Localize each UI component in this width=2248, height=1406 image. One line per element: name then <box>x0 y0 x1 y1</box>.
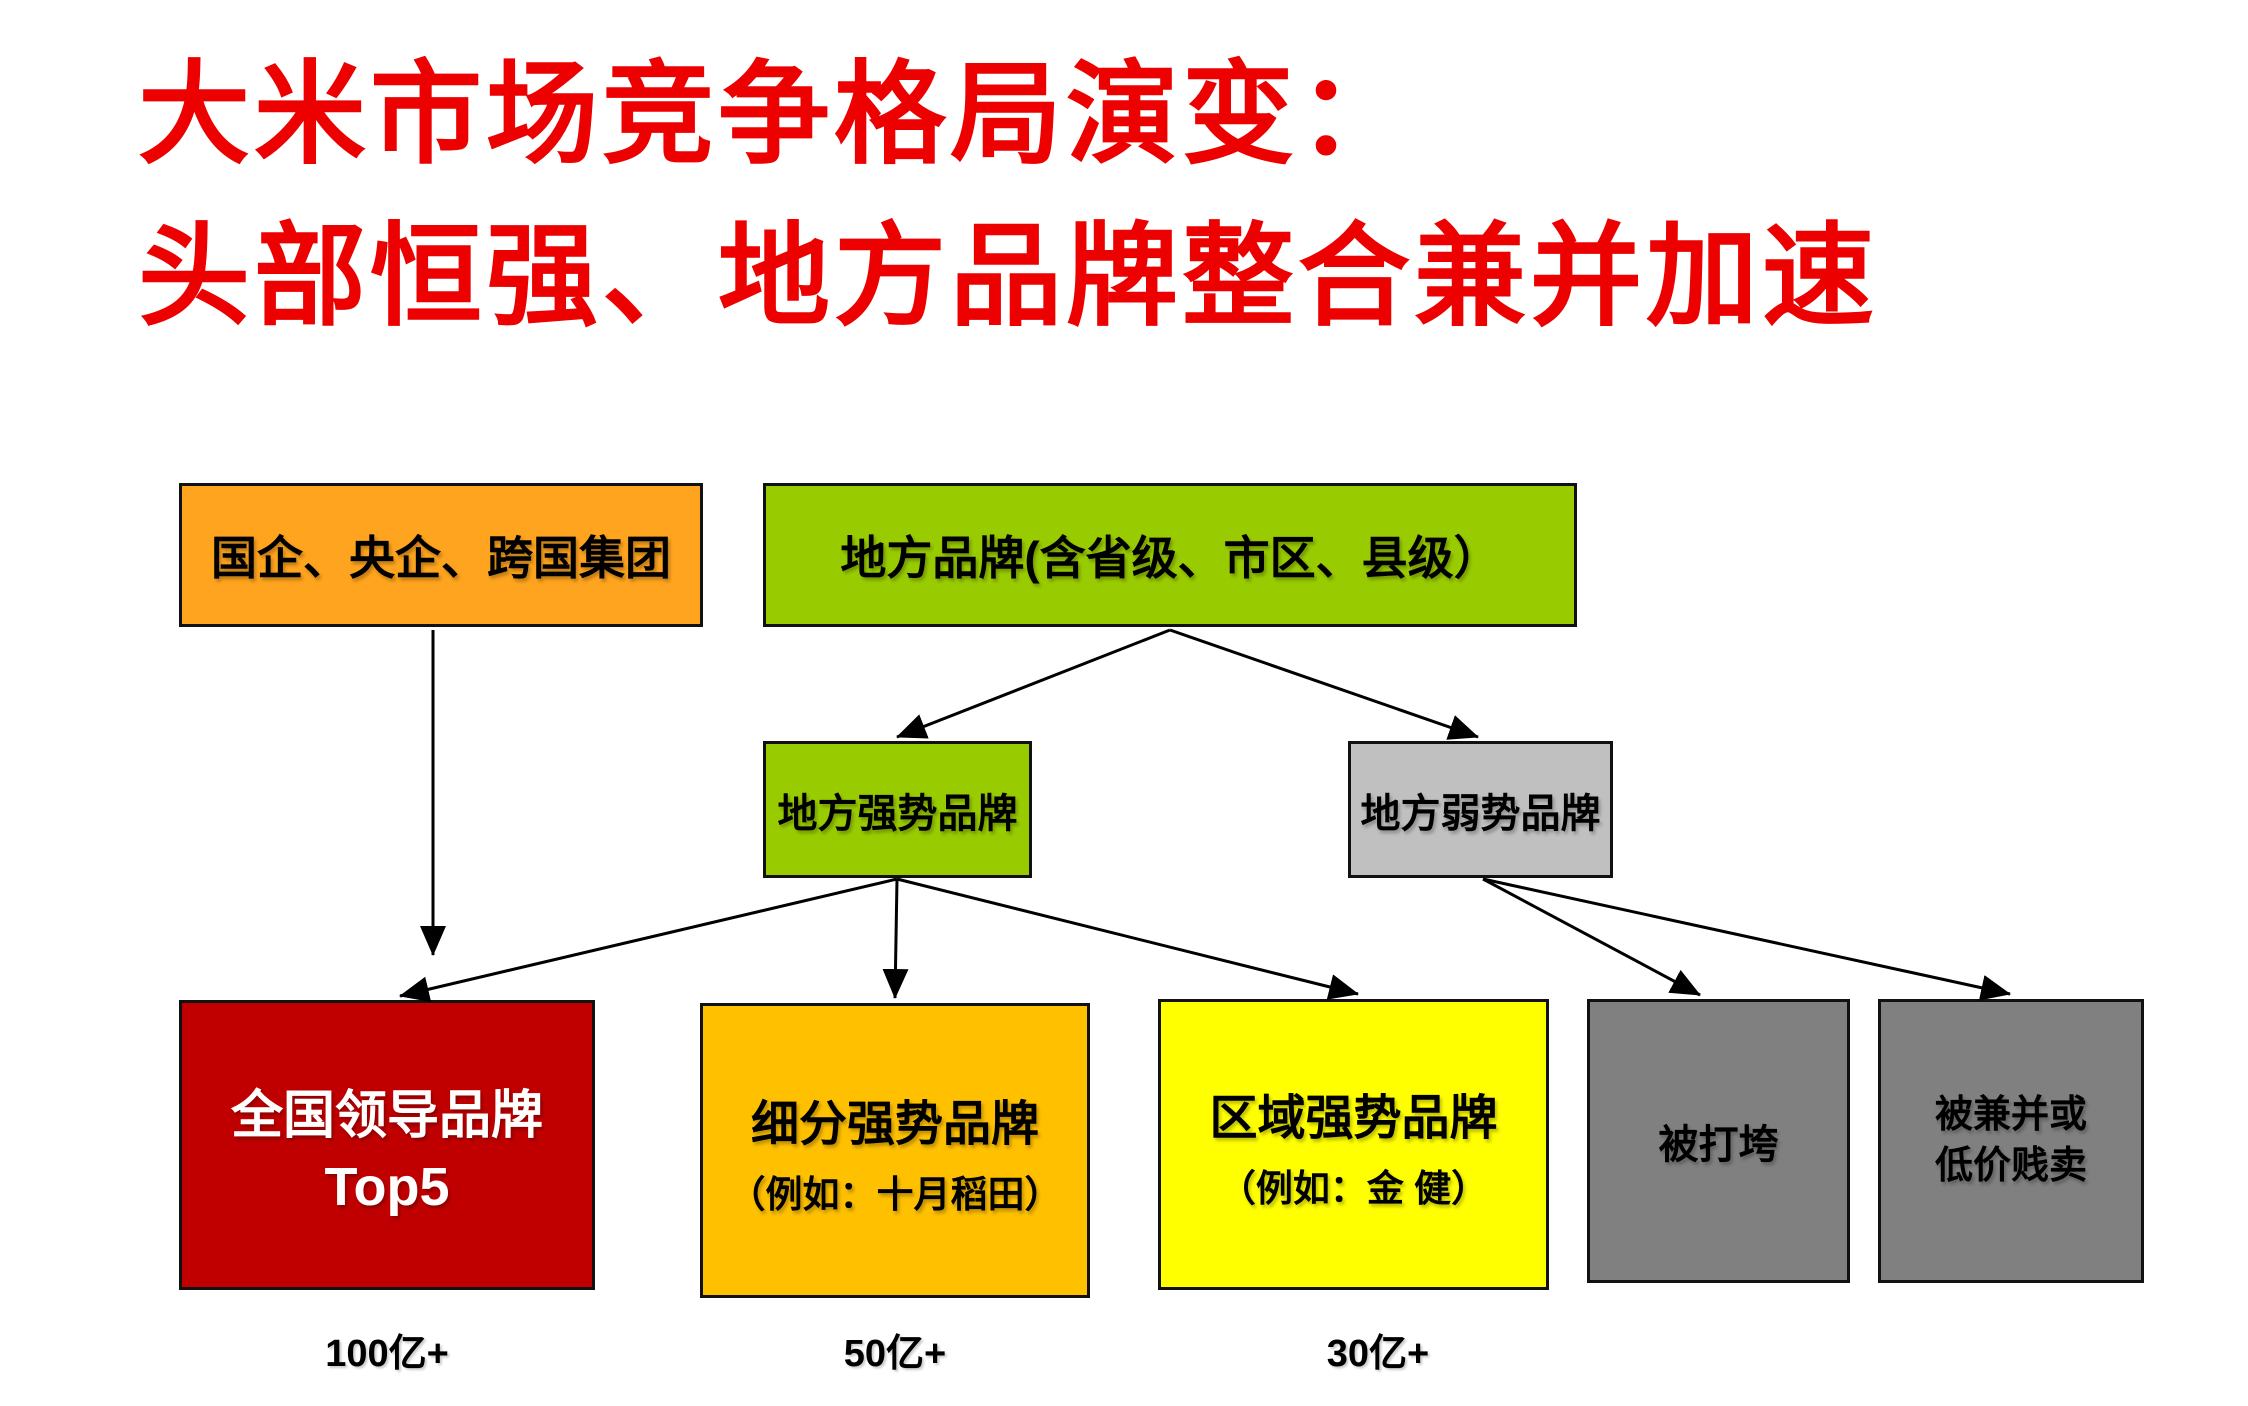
node-segment-strong-line2: （例如：十月稻田） <box>728 1173 1062 1215</box>
arrow-weak-to-crushed <box>1482 877 1701 997</box>
node-segment-strong-brands: 细分强势品牌 （例如：十月稻田） <box>700 1003 1090 1298</box>
node-local-strong-brands-label: 地方强势品牌 <box>777 791 1018 836</box>
arrow-weak-to-merged <box>1482 877 2011 1001</box>
node-local-weak-brands: 地方弱势品牌 <box>1348 741 1613 878</box>
node-state-enterprises-label: 国企、央企、跨国集团 <box>211 532 671 584</box>
scale-label-30yi: 30亿+ <box>1326 1333 1430 1375</box>
node-local-brands: 地方品牌(含省级、市区、县级） <box>763 483 1577 627</box>
title-line-2: 头部恒强、地方品牌整合兼并加速 <box>138 214 1878 340</box>
node-local-brands-label: 地方品牌(含省级、市区、县级） <box>840 532 1500 584</box>
scale-label-100yi: 100亿+ <box>325 1333 449 1375</box>
node-regional-strong-line1: 区域强势品牌 <box>1209 1091 1498 1145</box>
node-crushed: 被打垮 <box>1587 999 1850 1283</box>
arrow-strong-to-national <box>399 877 898 1003</box>
arrow-strong-to-region <box>896 877 1359 1000</box>
node-regional-strong-line2: （例如：金 健） <box>1218 1167 1489 1209</box>
arrow-strong-to-segment <box>882 878 909 999</box>
node-national-leaders-line2: Top5 <box>324 1156 450 1217</box>
node-crushed-label: 被打垮 <box>1658 1123 1779 1167</box>
node-merged-line2: 低价贱卖 <box>1934 1145 2087 1187</box>
arrow-local-to-strong <box>896 628 1171 739</box>
node-segment-strong-line1: 细分强势品牌 <box>750 1097 1039 1151</box>
node-national-leaders-line1: 全国领导品牌 <box>230 1086 543 1145</box>
title-line-1: 大米市场竞争格局演变： <box>138 52 1414 177</box>
node-national-leaders-top5: 全国领导品牌 Top5 <box>179 1000 595 1290</box>
node-local-strong-brands: 地方强势品牌 <box>763 741 1032 878</box>
slide-title: 大米市场竞争格局演变： 头部恒强、地方品牌整合兼并加速 <box>138 34 1878 359</box>
node-merged-line1: 被兼并或 <box>1934 1093 2087 1136</box>
node-regional-strong-brands: 区域强势品牌 （例如：金 健） <box>1158 999 1549 1290</box>
node-state-enterprises: 国企、央企、跨国集团 <box>179 483 703 627</box>
node-local-weak-brands-label: 地方弱势品牌 <box>1360 791 1601 836</box>
node-merged-or-sold-cheap: 被兼并或 低价贱卖 <box>1878 999 2144 1283</box>
scale-label-50yi: 50亿+ <box>843 1333 947 1375</box>
arrow-local-to-weak <box>1169 628 1479 740</box>
